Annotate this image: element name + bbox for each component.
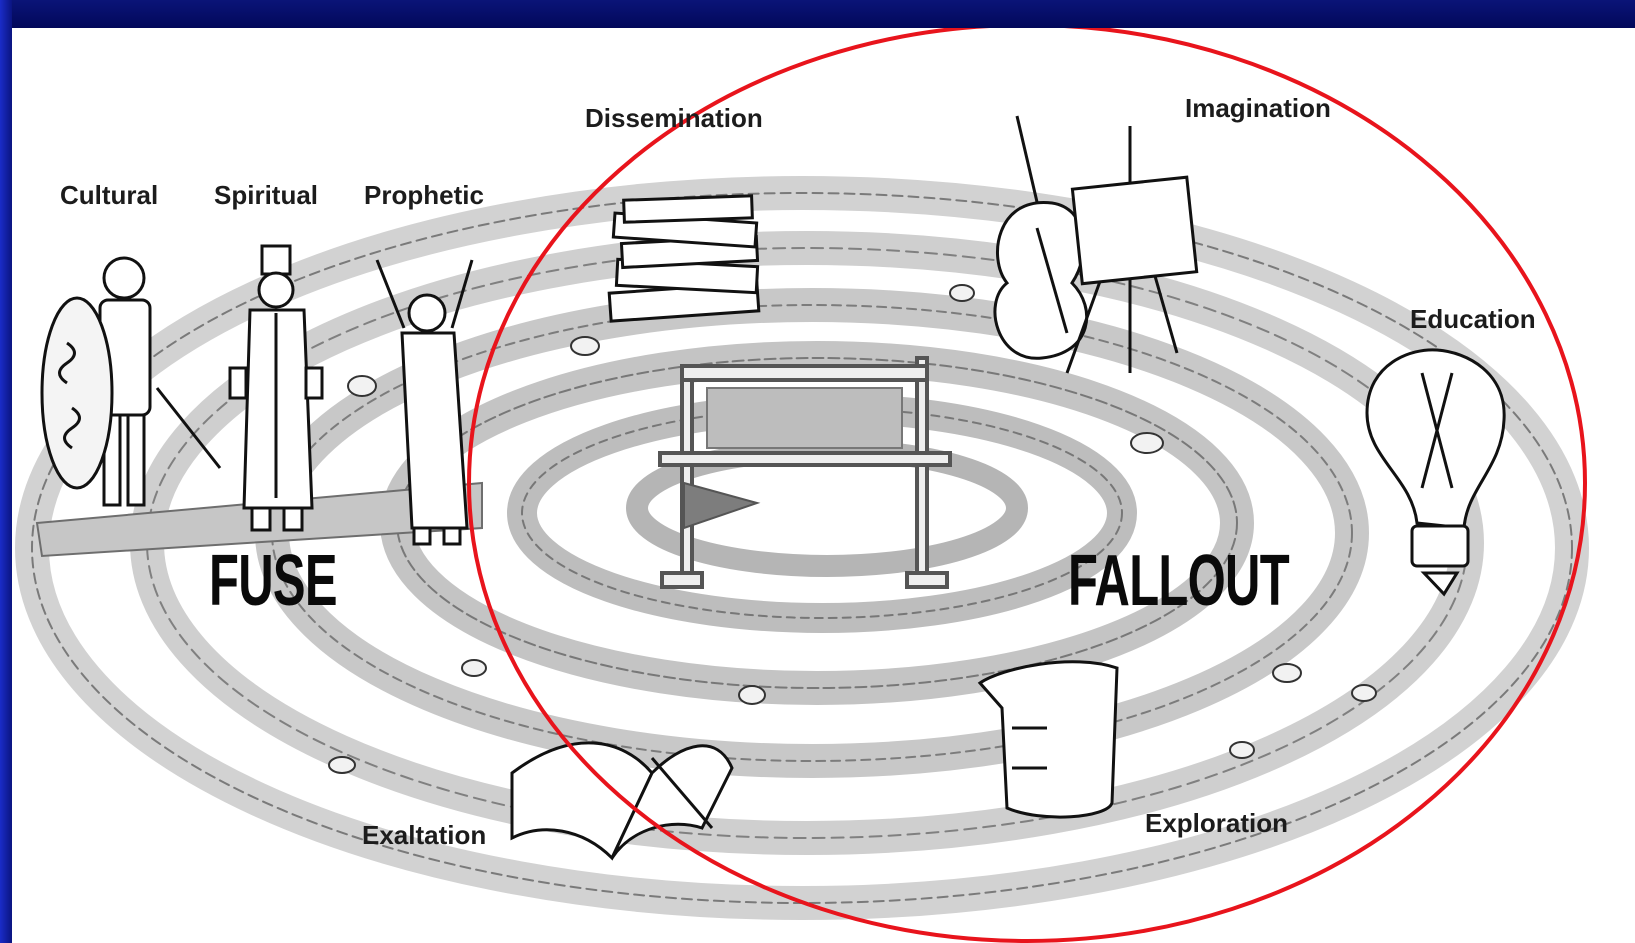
label-cultural: Cultural — [60, 180, 158, 211]
diagram-canvas: Cultural Spiritual Prophetic Disseminati… — [12, 28, 1635, 943]
flag-arrow-icon — [684, 483, 757, 528]
labyrinth-illustration — [12, 28, 1635, 943]
label-education: Education — [1410, 304, 1536, 335]
label-imagination: Imagination — [1185, 93, 1331, 124]
label-spiritual: Spiritual — [214, 180, 318, 211]
heading-fuse: FUSE — [209, 540, 337, 622]
window-top-bar — [0, 0, 1635, 28]
heading-fallout: FALLOUT — [1068, 540, 1289, 622]
label-dissemination: Dissemination — [585, 103, 763, 134]
cello-icon — [995, 116, 1087, 358]
book-stack-icon — [609, 196, 759, 321]
warrior-figure — [42, 258, 220, 505]
label-prophetic: Prophetic — [364, 180, 484, 211]
label-exploration: Exploration — [1145, 808, 1288, 839]
label-exaltation: Exaltation — [362, 820, 486, 851]
window-left-edge — [0, 0, 12, 943]
lightbulb-icon — [1367, 350, 1504, 594]
